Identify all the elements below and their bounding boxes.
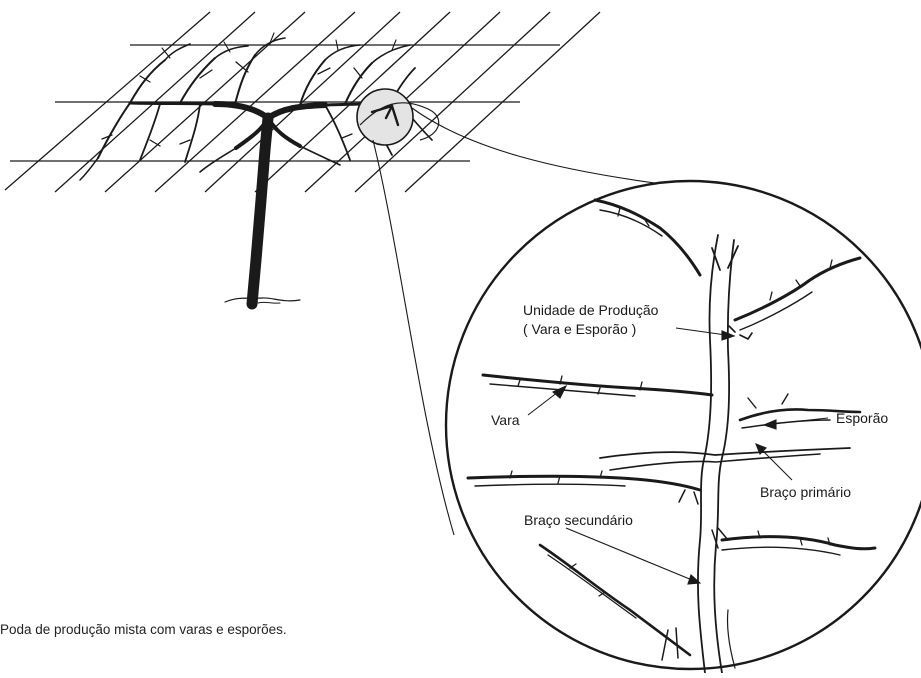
zoom-connectors: [372, 107, 656, 536]
label-vara-esporao: ( Vara e Esporão ): [523, 321, 637, 337]
zoom-highlight: [356, 88, 440, 146]
label-pointers: [527, 327, 829, 585]
label-esporao: Esporão: [836, 410, 889, 426]
magnified-view: [444, 179, 921, 674]
label-braco-primario: Braço primário: [760, 484, 852, 500]
figure-caption: Poda de produção mista com varas e espor…: [0, 622, 287, 637]
small-vine: [79, 32, 433, 310]
label-unidade-producao: Unidade de Produção: [523, 302, 659, 318]
trellis-grid: [4, 11, 601, 193]
label-braco-secundario: Braço secundário: [524, 512, 633, 528]
label-vara: Vara: [491, 412, 520, 428]
